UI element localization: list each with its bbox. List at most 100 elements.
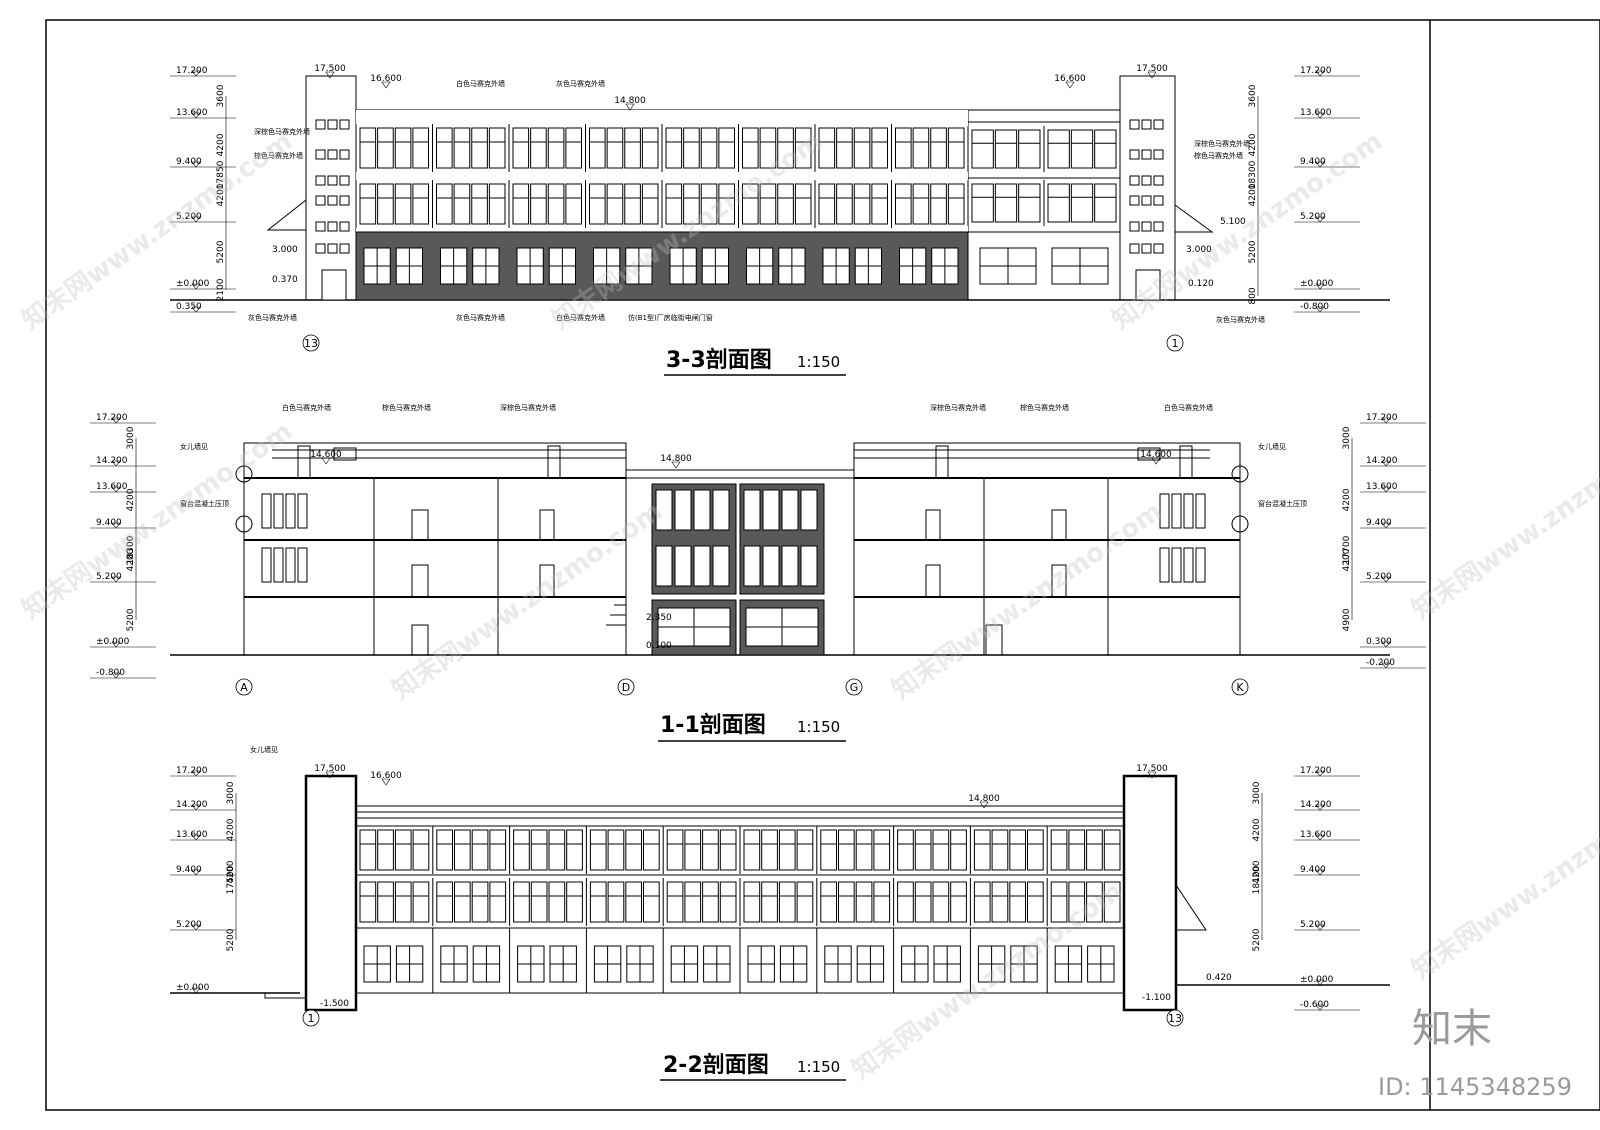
s33-tower-window [1153, 119, 1164, 130]
dim-label: 4200 [216, 183, 226, 206]
axis-bubble [845, 678, 863, 696]
s33-tower-window [1153, 175, 1164, 186]
s22-floor2-window [761, 881, 778, 923]
dim-label: 5200 [1252, 928, 1262, 951]
s22-floor2-window [838, 881, 855, 923]
level-marker [191, 70, 201, 77]
dim-label: 17500 [226, 865, 236, 894]
s22-floor2-window [454, 881, 471, 923]
dim-label: 4200 [1342, 488, 1352, 511]
s22-floor3-window [666, 829, 684, 871]
dim-label: 3000 [226, 781, 236, 804]
sheet-border [45, 19, 1600, 1111]
level-marker [191, 770, 201, 777]
s33-floor2-window [436, 183, 453, 225]
s33-floor3-window [700, 127, 718, 169]
level-label: ±0.000 [176, 279, 210, 289]
level-label: 5.200 [1300, 920, 1326, 930]
top-level-marker [381, 81, 391, 89]
level-label: 9.400 [96, 518, 122, 528]
s33-floor2-window [359, 183, 377, 225]
dim-label: 4200 [226, 860, 236, 883]
s11-wing-window [1159, 547, 1170, 583]
watermark-text: 知末网www.znzmo.com [17, 416, 298, 625]
s22-floor3-window [932, 829, 950, 871]
material-note: 白色马赛克外墙 [456, 79, 505, 88]
s22-floor3-window [838, 829, 855, 871]
s22-floor2-window [914, 881, 932, 923]
inner-level-label: -1.500 [320, 999, 349, 1009]
s11-wing-window [297, 547, 308, 583]
level-marker [1315, 1004, 1325, 1011]
s11-core-window [693, 545, 711, 587]
s11-wing-window [261, 493, 272, 529]
dim-label: 3000 [126, 426, 136, 449]
s33-mid-floor3-window [994, 129, 1018, 169]
level-marker [191, 161, 201, 168]
s22-floor3-window [377, 829, 394, 871]
top-level-label: 14.800 [660, 454, 692, 464]
s33-floor3-window [641, 127, 659, 169]
s33-mid-floor2-window [1094, 183, 1117, 223]
dim-label: 5200 [126, 608, 136, 631]
s11-core-window [781, 489, 799, 531]
dim-label: 3600 [1248, 84, 1258, 107]
s33-floor3-window [377, 127, 394, 169]
s22-floor2-window [873, 881, 891, 923]
s22-floor3-window [436, 829, 453, 871]
top-level-marker [1147, 71, 1157, 79]
dim-label: 4200 [1252, 860, 1262, 883]
s33-floor2-window [565, 183, 582, 225]
s22-floor3-window [684, 829, 702, 871]
s11-wing-window [1171, 493, 1182, 529]
level-label: -0.800 [96, 668, 125, 678]
material-note: 女儿墙见 [1258, 442, 1286, 451]
s33-floor2-window [624, 183, 641, 225]
s33-floor3-window [530, 127, 547, 169]
top-level-label: 17.500 [314, 64, 346, 74]
dim-label: 4200 [1248, 183, 1258, 206]
level-label: 17.200 [1366, 413, 1398, 423]
s22-floor2-window [991, 881, 1009, 923]
s33-tower-door [1135, 269, 1161, 301]
level-marker [1381, 576, 1391, 583]
title-3-3: 3-3剖面图 1:150 [664, 347, 846, 376]
s11-core-window [743, 489, 761, 531]
level-label: 9.400 [1300, 865, 1326, 875]
material-note: 女儿墙见 [180, 442, 208, 451]
dim-label: 4200 [1342, 548, 1352, 571]
s22-floor3-window [359, 829, 377, 871]
s22-floor2-window [530, 881, 548, 923]
top-level-marker [325, 771, 335, 779]
dim-label: 5200 [226, 928, 236, 951]
s22-floor3-window [625, 829, 642, 871]
s33-floor3-window [777, 127, 794, 169]
s33-floor3-window [359, 127, 377, 169]
s22-floor3-window [394, 829, 412, 871]
level-label: 13.600 [176, 830, 208, 840]
s33-tower-window [327, 243, 338, 254]
level-marker [1315, 924, 1325, 931]
s33-floor3-window [853, 127, 871, 169]
dim-label: 2100 [216, 278, 226, 301]
s33-tower-window [1129, 195, 1140, 206]
s33-floor2-window [777, 183, 794, 225]
s33-floor3-window [794, 127, 812, 169]
s22-floor2-window [1086, 881, 1103, 923]
axis-label: 1 [308, 1012, 315, 1025]
material-note: 棕色马赛克外墙 [1194, 151, 1243, 160]
section-scale-1-1: 1:150 [797, 718, 840, 736]
s11-core-window [762, 489, 780, 531]
s11-core-window [712, 545, 730, 587]
s22-floor2-window [897, 881, 914, 923]
s33-mid-floor3-window [1070, 129, 1094, 169]
level-marker [1315, 770, 1325, 777]
dim-label: 3600 [216, 84, 226, 107]
s11-wing-window [297, 493, 308, 529]
top-level-label: 14.800 [968, 794, 1000, 804]
s11-core-window [712, 489, 730, 531]
s22-floor3-window [761, 829, 778, 871]
s33-tower-window [1129, 221, 1140, 232]
material-note: 棕色马赛克外墙 [382, 403, 431, 412]
s22-floor3-window [950, 829, 967, 871]
